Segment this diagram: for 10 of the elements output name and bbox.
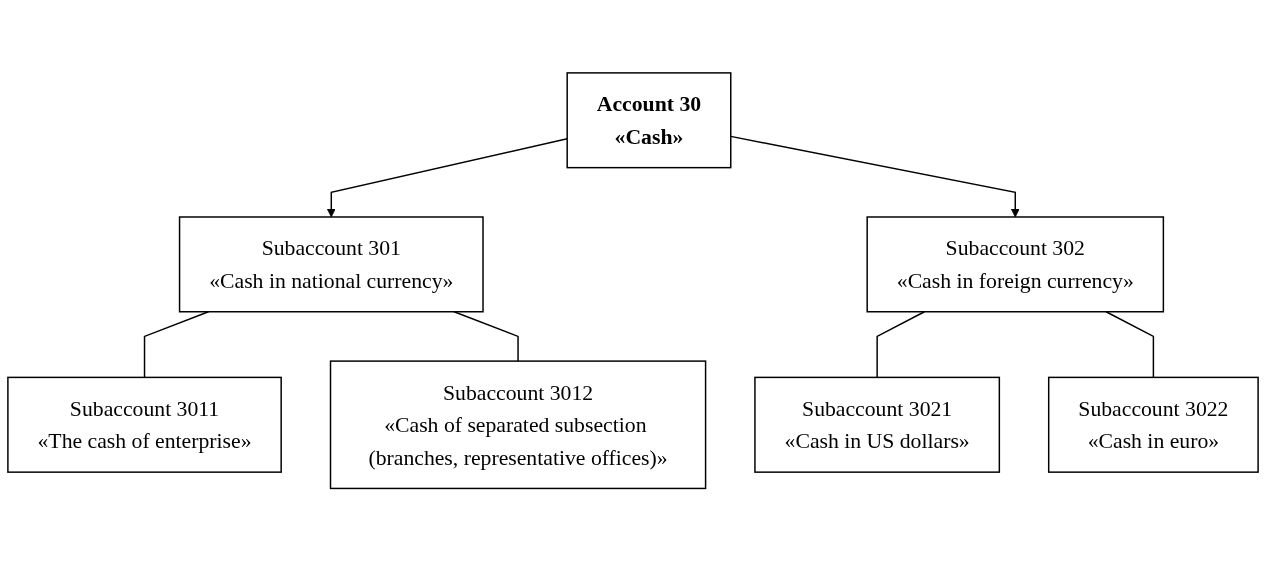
node-box: Subaccount 302 «Cash in foreign currency» bbox=[866, 216, 1165, 313]
node-box: Subaccount 3012 «Cash of separated subsection (branches, representative offices)» bbox=[329, 360, 707, 490]
arrow bbox=[730, 135, 1020, 218]
connector bbox=[1105, 311, 1155, 379]
node-box: Account 30 «Cash» bbox=[566, 72, 732, 169]
node-box: Subaccount 3021 «Cash in US dollars» bbox=[754, 377, 1001, 474]
arrow bbox=[326, 138, 568, 218]
node-box: Subaccount 3022 «Cash in euro» bbox=[1047, 377, 1259, 474]
node-box: Subaccount 3011 «The cash of enterprise» bbox=[7, 377, 282, 474]
node-box: Subaccount 301 «Cash in national currency» bbox=[178, 216, 484, 313]
